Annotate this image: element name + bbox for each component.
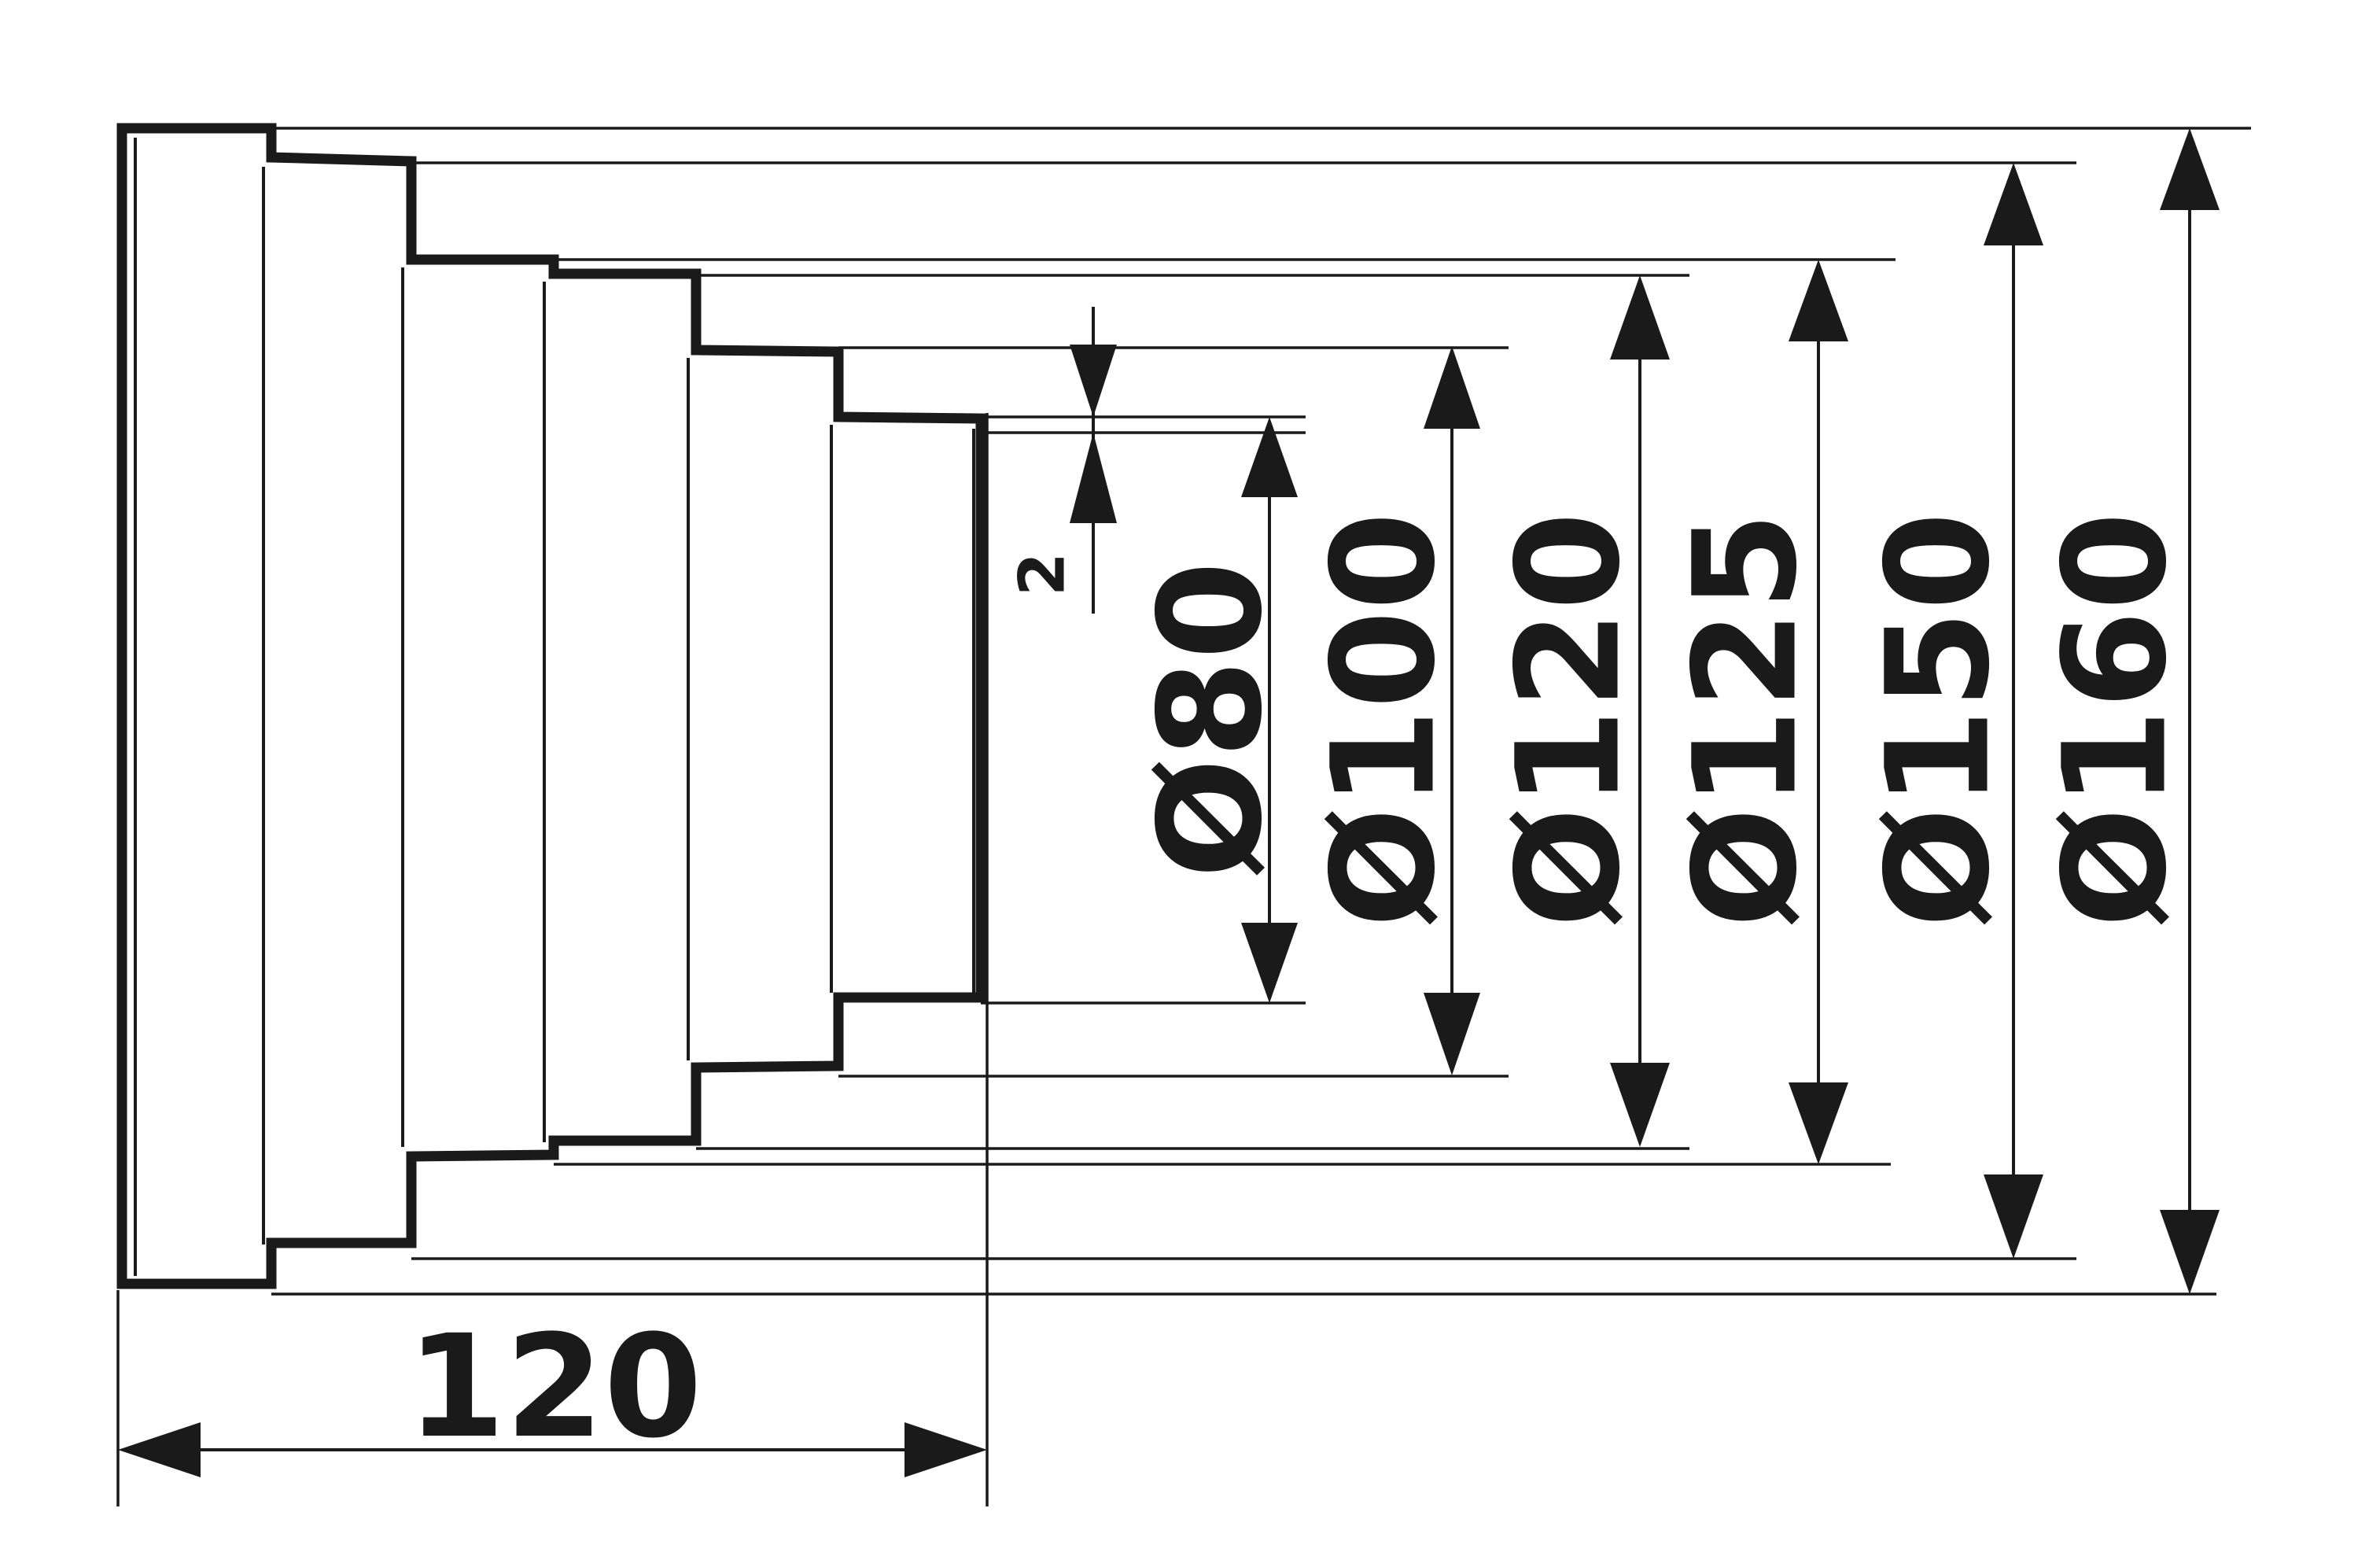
- arrow-d160-bottom: [2160, 1210, 2220, 1294]
- inner-wall-lines: [134, 138, 975, 1276]
- arrow-d150-bottom: [1984, 1174, 2043, 1259]
- arrow-d120-top: [1610, 275, 1670, 360]
- wall-thickness-label: 2: [1006, 552, 1079, 596]
- diameter-150-label: Ø150: [1857, 512, 2021, 928]
- diameter-100-label: Ø100: [1302, 512, 1467, 928]
- stepped-reducer-profile: [116, 123, 986, 1289]
- arrow-d160-top: [2160, 128, 2220, 210]
- fitting-outline: [116, 123, 986, 1289]
- arrow-d125-bottom: [1789, 1082, 1848, 1164]
- arrow-d100-bottom: [1424, 993, 1480, 1075]
- arrow-wall-top: [1070, 345, 1117, 417]
- extension-lines: [116, 127, 2251, 1506]
- diameter-160-label: Ø160: [2034, 512, 2198, 928]
- diameter-120-label: Ø120: [1487, 512, 1652, 928]
- diameter-125-label: Ø125: [1664, 512, 1829, 928]
- diameter-80-label: Ø80: [1129, 561, 1294, 879]
- arrow-d80-bottom: [1241, 923, 1298, 1003]
- arrow-d120-bottom: [1610, 1063, 1670, 1147]
- arrow-length-right: [904, 1422, 987, 1477]
- arrow-length-left: [118, 1422, 201, 1477]
- dimension-labels: 120 2 Ø80 Ø100 Ø120 Ø125 Ø150 Ø160: [407, 512, 2198, 1469]
- arrow-wall-bottom: [1070, 433, 1117, 523]
- length-label: 120: [407, 1305, 702, 1469]
- arrow-d100-top: [1424, 346, 1480, 429]
- arrowheads: [118, 128, 2220, 1477]
- arrow-d150-top: [1984, 163, 2043, 245]
- arrow-d125-top: [1789, 260, 1848, 341]
- arrow-d80-top: [1241, 417, 1298, 497]
